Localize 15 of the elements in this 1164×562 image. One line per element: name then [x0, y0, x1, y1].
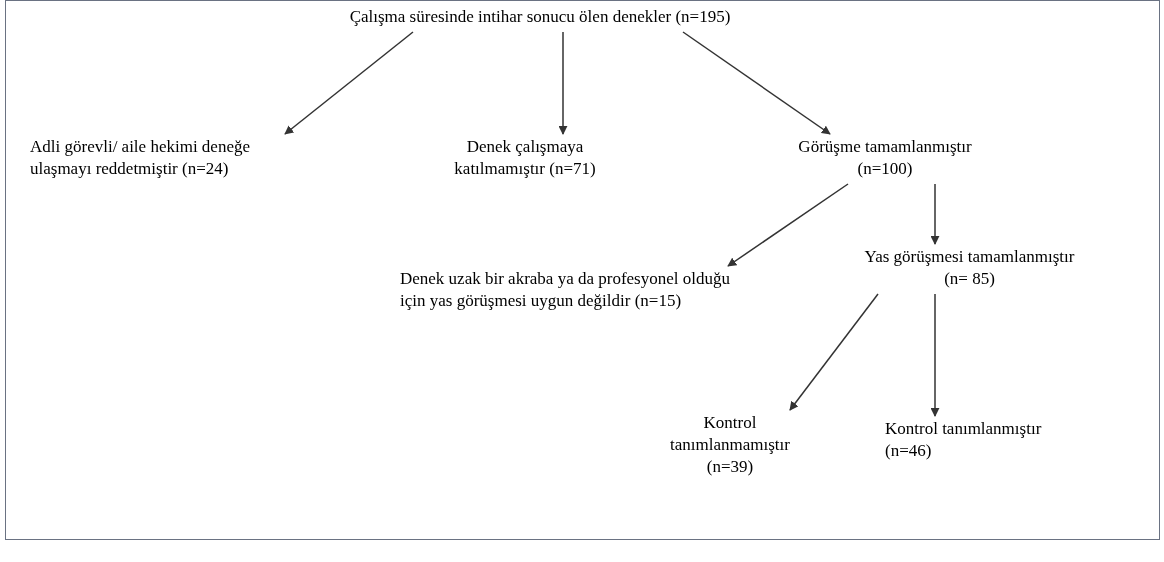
node-label: Yas görüşmesi tamamlanmıştır (n= 85) — [863, 246, 1076, 290]
arrow — [727, 183, 849, 267]
arrow — [930, 293, 940, 417]
node-label: Denek çalışmaya katılmamıştır (n=71) — [453, 136, 597, 180]
node-label: Görüşme tamamlanmıştır (n=100) — [797, 136, 973, 180]
node-label: Kontrol tanımlanmıştır (n=46) — [885, 418, 1043, 462]
node-label: Kontrol tanımlanmamıştır (n=39) — [669, 412, 791, 478]
arrow — [558, 31, 568, 135]
node-label: Adli görevli/ aile hekimi deneğe ulaşmayı reddetmiştir (n=24) — [30, 136, 251, 180]
node-label: Denek uzak bir akraba ya da profesyonel olduğu için yas görüşmesi uygun değildir (n=15) — [400, 268, 731, 312]
arrow — [682, 31, 831, 135]
arrow — [284, 31, 414, 135]
node-label: Çalışma süresinde intihar sonucu ölen denekler (n=195) — [348, 6, 732, 28]
arrow — [930, 183, 940, 245]
arrow — [789, 293, 879, 411]
